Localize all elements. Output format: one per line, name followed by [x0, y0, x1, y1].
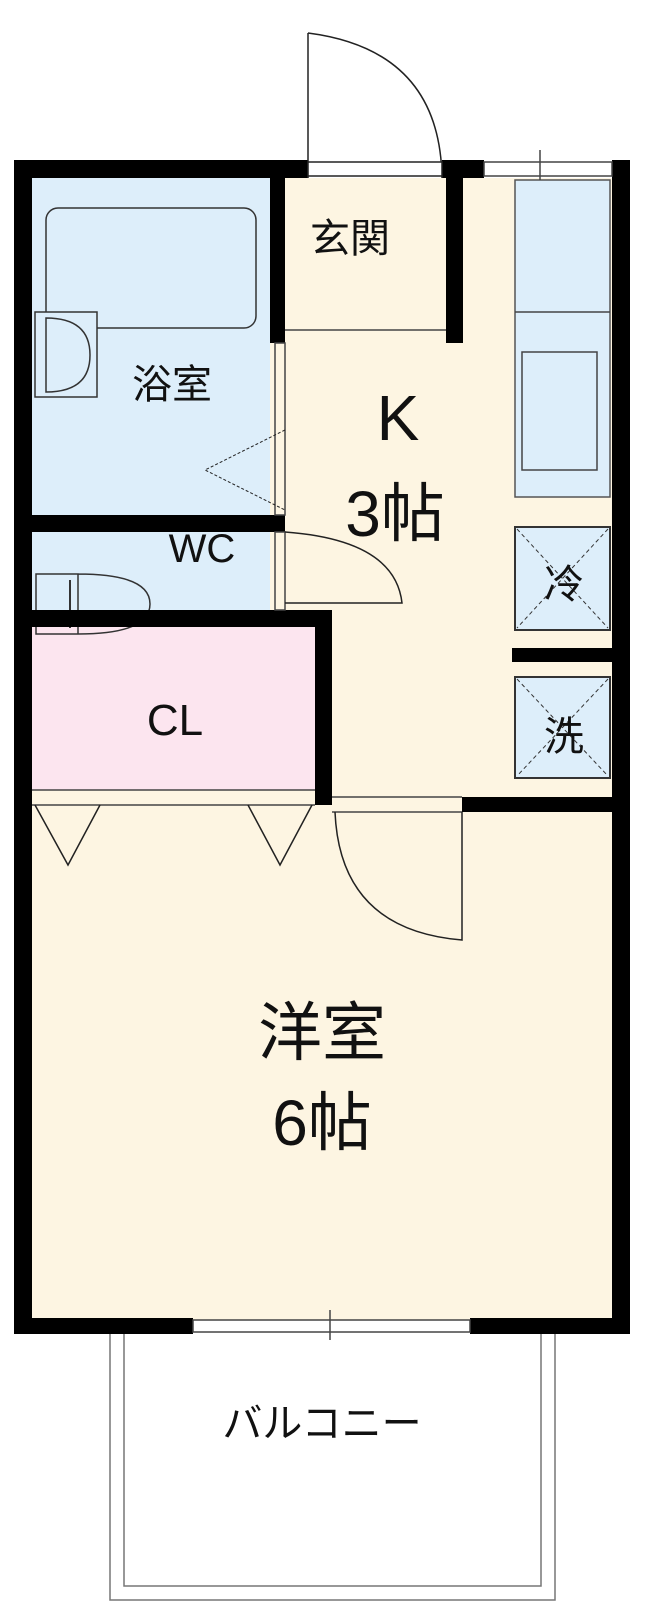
- kitchen-sink-icon: [521, 351, 598, 471]
- fridge-label: 冷: [544, 563, 584, 607]
- kitchen-counter: [514, 179, 611, 498]
- western-room-size-label: 6帖: [272, 1087, 372, 1159]
- toilet-label: WC: [169, 527, 236, 571]
- kitchen-size-label: 3帖: [345, 478, 445, 550]
- room-door: [334, 811, 463, 941]
- balcony: [109, 1334, 556, 1601]
- walls: [14, 160, 630, 1334]
- entrance-door: [307, 32, 443, 179]
- washbasin-icon: [34, 311, 98, 398]
- closet-label: CL: [147, 696, 203, 745]
- toilet-floor: [32, 532, 270, 610]
- bathtub-icon: [45, 207, 257, 329]
- balcony-label: バルコニー: [222, 1402, 421, 1446]
- closet-doors: [34, 804, 313, 867]
- kitchen-name-label: K: [377, 382, 420, 454]
- western-room-name-label: 洋室: [258, 997, 386, 1069]
- washer-label: 洗: [544, 715, 584, 759]
- entrance-label: 玄関: [310, 217, 390, 261]
- bath-label: 浴室: [132, 363, 212, 407]
- toilet-door: [284, 531, 403, 604]
- closet-floor: [32, 627, 315, 790]
